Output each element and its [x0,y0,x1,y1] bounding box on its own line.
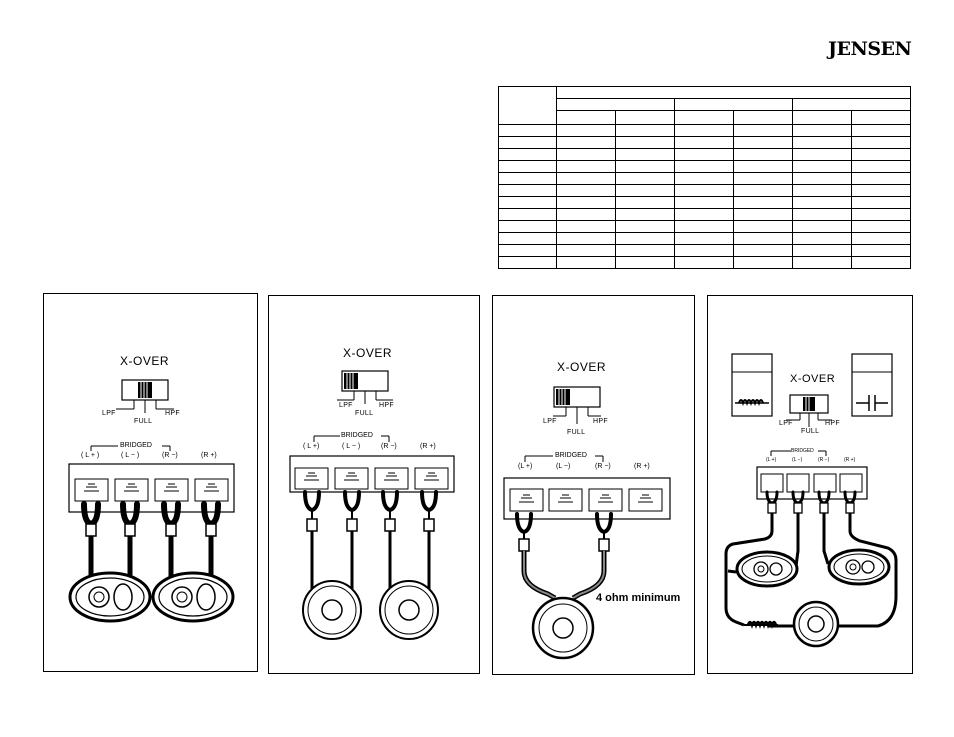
terminal-r-plus-label: (R +) [201,452,217,459]
lpf-label: LPF [779,420,793,427]
wiring-diagram-3 [503,386,671,660]
terminal-l-plus-label: (L +) [766,457,777,463]
terminal-l-plus-label: ( L + ) [81,452,100,459]
lpf-label: LPF [102,410,116,417]
hpf-label: HPF [379,402,394,409]
full-label: FULL [801,428,820,435]
bridged-label: BRIDGED [555,452,587,459]
xover-title: X-OVER [120,354,170,368]
full-label: FULL [355,410,374,417]
hpf-label: HPF [593,418,608,425]
wiring-diagram-2 [289,370,455,640]
xover-title: X-OVER [790,373,836,385]
xover-title: X-OVER [557,360,607,374]
terminal-l-plus-label: (L +) [518,463,533,470]
wiring-diagram-4 [724,353,898,648]
full-label: FULL [567,429,586,436]
full-label: FULL [134,418,153,425]
terminal-l-minus-label: ( L − ) [121,452,140,459]
lpf-label: LPF [543,418,557,425]
terminal-l-plus-label: ( L +) [303,443,320,450]
wiring-panel-1: X-OVER LPF FULL HPF BRIDGED ( L + ) ( L … [43,293,258,672]
terminal-r-minus-label: (R −) [381,443,397,450]
hpf-label: HPF [825,420,840,427]
wiring-panel-2: X-OVER LPF FULL HPF BRIDGED ( L +) ( L −… [268,295,480,674]
bridged-label: BRIDGED [341,432,373,439]
terminal-r-plus-label: (R +) [420,443,436,450]
impedance-note: 4 ohm minimum [596,592,681,604]
lpf-label: LPF [339,402,353,409]
terminal-r-minus-label: (R −) [162,452,178,459]
spec-table [498,86,911,269]
terminal-r-minus-label: (R −) [818,457,830,463]
terminal-r-minus-label: (R −) [595,463,611,470]
terminal-l-minus-label: (L −) [556,463,571,470]
terminal-r-plus-label: (R +) [634,463,650,470]
jensen-logo: JENSEN [828,38,912,60]
bridged-label: BRIDGED [791,448,814,454]
wiring-diagram-1 [68,379,235,623]
xover-title: X-OVER [343,346,393,360]
terminal-r-plus-label: (R +) [844,457,856,463]
terminal-l-minus-label: ( L − ) [342,443,361,450]
wiring-panel-3: X-OVER LPF FULL HPF BRIDGED (L +) (L −) … [492,295,695,675]
bridged-label: BRIDGED [120,442,152,449]
terminal-l-minus-label: (L −) [792,457,803,463]
hpf-label: HPF [165,410,180,417]
wiring-panel-4: X-OVER LPF FULL HPF BRIDGED (L +) (L −) … [707,295,913,674]
